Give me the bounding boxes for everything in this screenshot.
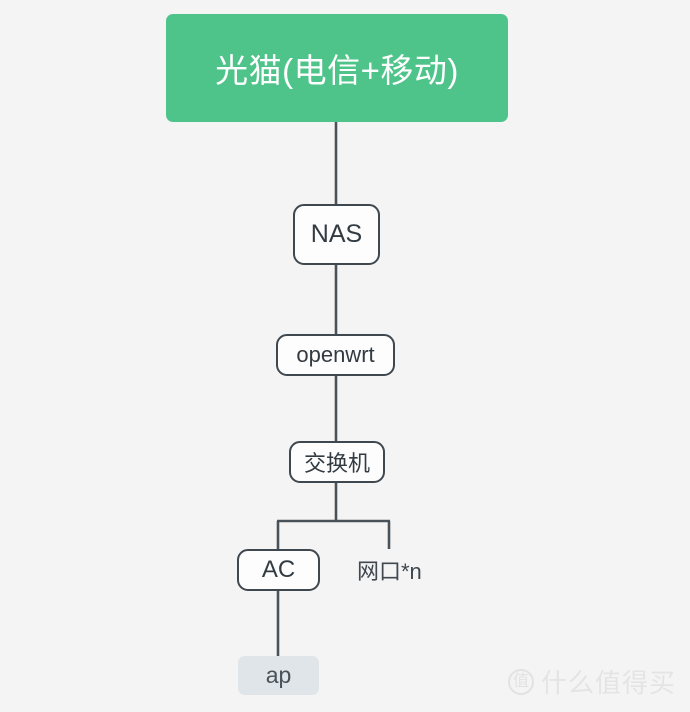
node-openwrt[interactable]: openwrt — [276, 334, 395, 376]
node-optical-modem[interactable]: 光猫(电信+移动) — [166, 14, 508, 122]
node-nas[interactable]: NAS — [293, 204, 380, 265]
node-network-ports: 网口*n — [357, 555, 447, 585]
node-ac-label: AC — [261, 556, 296, 583]
smzdm-logo-icon: 值 — [507, 668, 534, 695]
node-ac[interactable]: AC — [237, 549, 320, 591]
node-ap[interactable]: ap — [238, 656, 319, 695]
watermark-text: 什么值得买 — [540, 668, 676, 698]
node-network-ports-label: 网口*n — [357, 559, 422, 584]
node-nas-label: NAS — [310, 220, 363, 248]
node-ap-label: ap — [265, 662, 292, 688]
node-switch[interactable]: 交换机 — [289, 441, 385, 483]
watermark: 值 什么值得买 — [507, 663, 676, 700]
node-optical-modem-label: 光猫(电信+移动) — [215, 52, 459, 89]
node-openwrt-label: openwrt — [296, 342, 375, 367]
node-switch-label: 交换机 — [303, 451, 370, 476]
